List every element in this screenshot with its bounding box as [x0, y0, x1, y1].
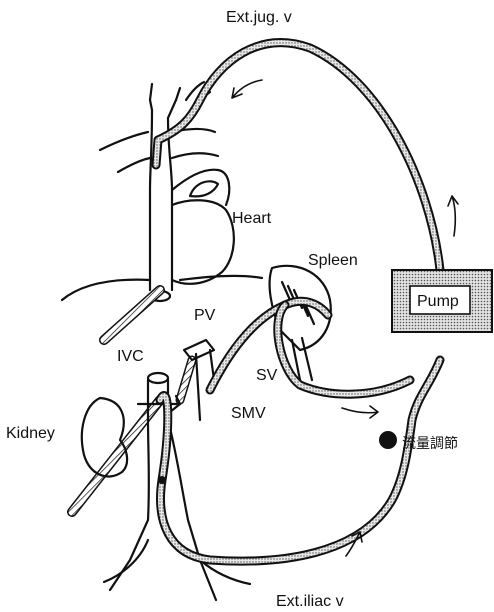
- smv-label: SMV: [231, 405, 266, 422]
- spleen-label: Spleen: [308, 252, 358, 269]
- kidney-label: Kidney: [6, 425, 55, 442]
- catheters: [72, 290, 192, 512]
- pump-label: Pump: [417, 293, 459, 310]
- heart-label: Heart: [232, 210, 272, 227]
- pv-label: PV: [194, 307, 216, 324]
- flow-regulator-clamp: [379, 431, 397, 449]
- sv-label: SV: [256, 367, 278, 384]
- ivc-vessel: [104, 373, 250, 600]
- ext-iliac-label: Ext.iliac v: [276, 593, 344, 610]
- flow-regulator-label: 流量調節: [402, 435, 458, 451]
- heart-organ: [172, 170, 234, 284]
- ext-jug-label: Ext.jug. v: [226, 9, 292, 26]
- svc-vessel: [150, 82, 210, 301]
- ivc-label: IVC: [117, 348, 144, 365]
